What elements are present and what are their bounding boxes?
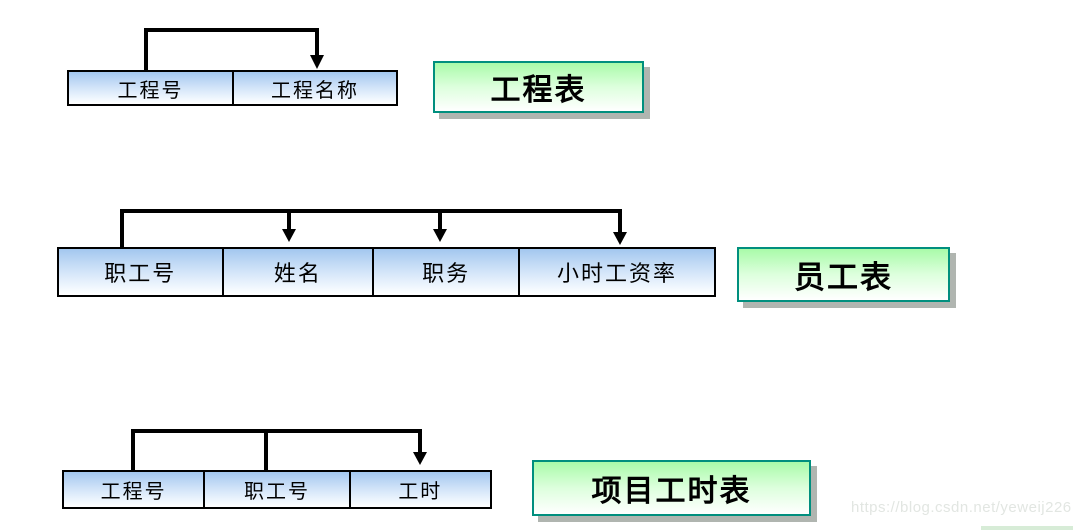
label-project-hours-table: 项目工时表 xyxy=(532,460,811,516)
label-project-table-text: 工程表 xyxy=(490,74,587,107)
project-hours-table-arrow xyxy=(131,429,427,471)
cell-title: 职务 xyxy=(372,249,518,295)
label-employee-table: 员工表 xyxy=(737,247,950,302)
employee-table: 职工号 姓名 职务 小时工资率 xyxy=(57,247,716,297)
employee-table-arrow xyxy=(120,209,627,249)
cell-hourly-rate: 小时工资率 xyxy=(517,249,714,295)
cell-employee-no-2: 职工号 xyxy=(203,472,348,507)
label-employee-table-text: 员工表 xyxy=(794,260,893,295)
corner-green-fragment xyxy=(981,526,1073,530)
project-table-arrow xyxy=(144,28,324,72)
cell-work-hours: 工时 xyxy=(348,472,490,507)
cell-project-no-2: 工程号 xyxy=(100,479,167,503)
watermark: https://blog.csdn.net/yeweij226 xyxy=(851,499,1072,516)
cell-project-no: 工程号 xyxy=(117,77,184,102)
project-table: 工程号 工程名称 xyxy=(67,70,398,106)
cell-project-name: 工程名称 xyxy=(231,72,396,104)
label-project-hours-table-text: 项目工时表 xyxy=(591,475,752,508)
label-project-table: 工程表 xyxy=(433,61,644,113)
project-hours-table: 工程号 职工号 工时 xyxy=(62,470,492,509)
cell-name: 姓名 xyxy=(221,249,373,295)
cell-employee-no: 职工号 xyxy=(104,262,177,287)
